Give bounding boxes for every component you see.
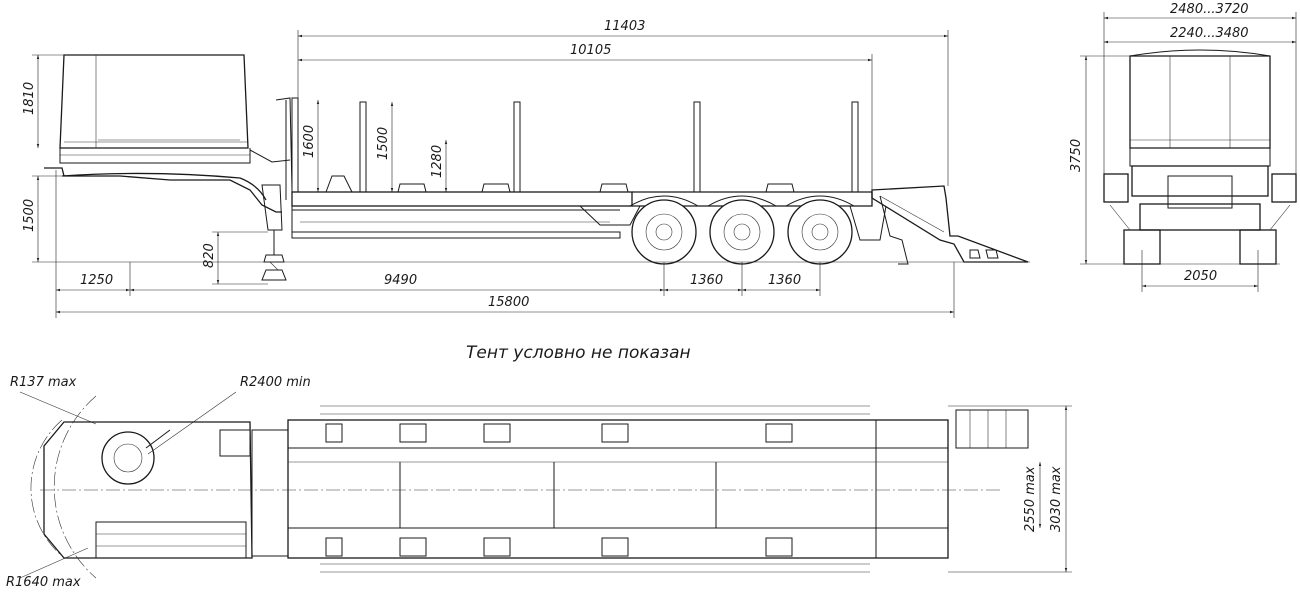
dim-r1640: R1640 max bbox=[6, 575, 81, 590]
dim-1360-a: 1360 bbox=[690, 273, 723, 288]
dim-r137: R137 max bbox=[10, 375, 77, 390]
gooseneck-tent bbox=[59, 54, 251, 164]
dim-15800: 15800 bbox=[488, 295, 529, 310]
dim-3030max: 3030 max bbox=[1049, 466, 1064, 532]
dim-2240-3480: 2240...3480 bbox=[1170, 26, 1249, 41]
dim-1810: 1810 bbox=[22, 82, 37, 115]
dim-1500-frame: 1500 bbox=[22, 199, 37, 232]
side-stakes bbox=[291, 97, 859, 193]
dim-9490: 9490 bbox=[384, 273, 417, 288]
deck-fittings bbox=[325, 175, 795, 193]
dim-1600: 1600 bbox=[302, 125, 317, 158]
note-tent-not-shown: Тент условно не показан bbox=[466, 343, 691, 363]
dim-1280: 1280 bbox=[430, 145, 445, 178]
dim-r2400: R2400 min bbox=[240, 375, 311, 390]
top-view: R137 max R2400 min R1640 max bbox=[6, 375, 1072, 590]
dim-2050: 2050 bbox=[1184, 269, 1217, 284]
main-platform bbox=[291, 191, 887, 241]
dim-10105: 10105 bbox=[570, 43, 611, 58]
dim-3750: 3750 bbox=[1069, 139, 1084, 172]
dim-1500-stake: 1500 bbox=[376, 127, 391, 160]
dim-1250: 1250 bbox=[80, 273, 113, 288]
dim-820: 820 bbox=[202, 243, 217, 268]
side-view: 11403 10105 1810 1500 1600 1500 1280 820… bbox=[22, 19, 1030, 318]
dim-11403: 11403 bbox=[604, 19, 645, 34]
dim-2480-3720: 2480...3720 bbox=[1170, 2, 1249, 17]
bogie-wheels bbox=[629, 195, 855, 265]
dim-2550max: 2550 max bbox=[1023, 466, 1038, 532]
rear-ramp bbox=[871, 185, 1029, 265]
rear-view: 2480...3720 2240...3480 3750 2050 bbox=[1069, 2, 1297, 292]
gooseneck-frame bbox=[44, 97, 293, 281]
side-dimensions bbox=[32, 30, 1030, 318]
dim-1360-b: 1360 bbox=[768, 273, 801, 288]
